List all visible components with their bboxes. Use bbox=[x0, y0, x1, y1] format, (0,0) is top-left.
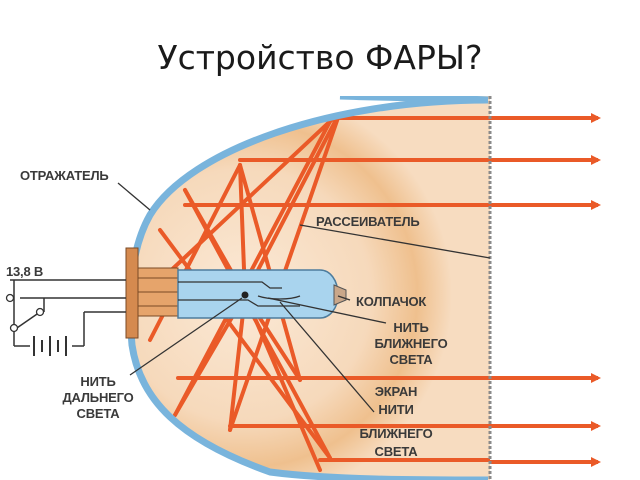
slide-title: Устройство ФАРЫ? bbox=[157, 38, 483, 77]
focus-point bbox=[241, 291, 249, 299]
label-cap: КОЛПАЧОК bbox=[356, 294, 426, 309]
svg-text:ДАЛЬНЕГО: ДАЛЬНЕГО bbox=[62, 390, 133, 405]
reflector-top-edge bbox=[339, 96, 489, 104]
terminal bbox=[9, 323, 19, 333]
svg-text:ЭКРАН: ЭКРАН bbox=[375, 384, 418, 399]
leader-lines bbox=[117, 182, 491, 413]
svg-text:БЛИЖНЕГО: БЛИЖНЕГО bbox=[359, 426, 432, 441]
terminal bbox=[5, 293, 15, 303]
ray bbox=[173, 110, 337, 417]
svg-text:НИТЬ: НИТЬ bbox=[393, 320, 428, 335]
svg-text:БЛИЖНЕГО: БЛИЖНЕГО bbox=[374, 336, 447, 351]
lamp-socket bbox=[125, 247, 179, 339]
lamp-bulb bbox=[177, 269, 339, 319]
battery-icon bbox=[33, 336, 67, 356]
svg-text:НИТЬ: НИТЬ bbox=[80, 374, 115, 389]
svg-text:СВЕТА: СВЕТА bbox=[77, 406, 121, 421]
bulb-cap bbox=[333, 284, 347, 306]
label-low-filament: НИТЬ БЛИЖНЕГО СВЕТА bbox=[374, 320, 447, 367]
terminal bbox=[35, 307, 45, 317]
svg-text:СВЕТА: СВЕТА bbox=[390, 352, 434, 367]
label-voltage: 13,8 В bbox=[6, 264, 43, 279]
label-reflector: ОТРАЖАТЕЛЬ bbox=[20, 168, 109, 183]
svg-text:СВЕТА: СВЕТА bbox=[375, 444, 419, 459]
headlight-diagram: ОТРАЖАТЕЛЬ 13,8 В РАССЕИВАТЕЛЬ КОЛПАЧОК … bbox=[5, 96, 601, 480]
wiring bbox=[10, 279, 126, 347]
label-diffuser: РАССЕИВАТЕЛЬ bbox=[316, 214, 420, 229]
label-screen: ЭКРАН НИТИ БЛИЖНЕГО СВЕТА bbox=[359, 384, 432, 459]
svg-text:НИТИ: НИТИ bbox=[378, 402, 413, 417]
outgoing-rays bbox=[490, 113, 601, 467]
label-high-filament: НИТЬ ДАЛЬНЕГО СВЕТА bbox=[62, 374, 133, 421]
reflector-shell bbox=[126, 96, 489, 480]
